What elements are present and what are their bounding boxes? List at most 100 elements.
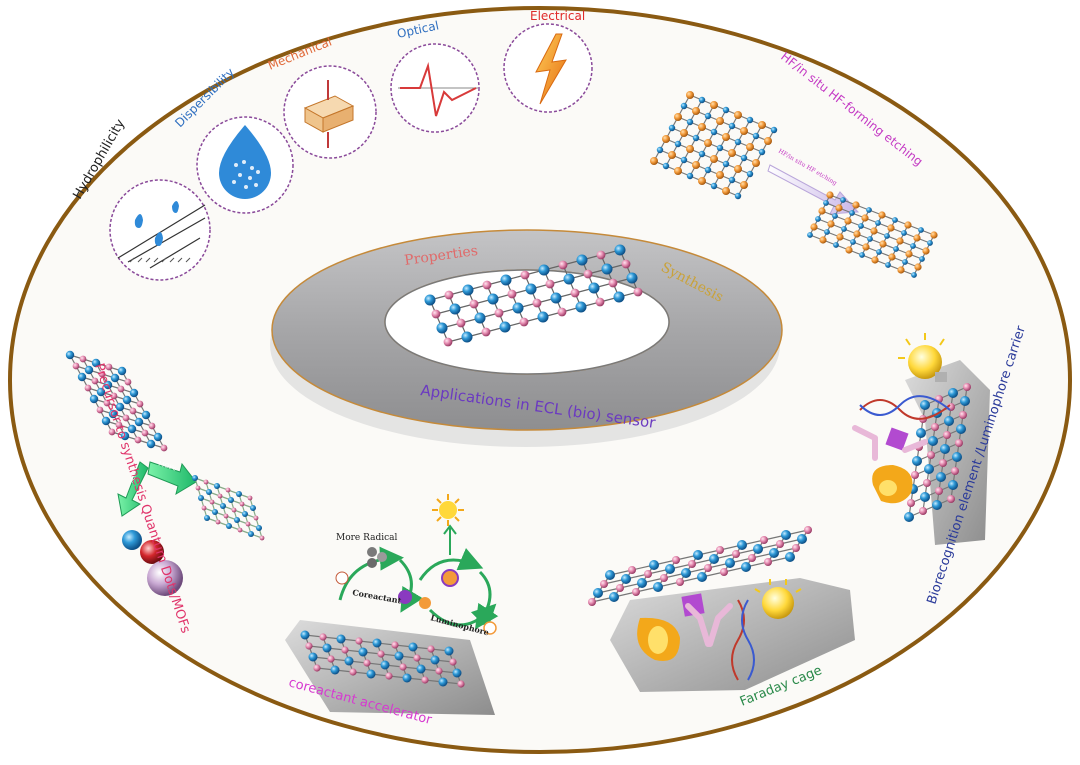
lattice-atom-primary [728, 149, 736, 157]
lattice-atom-secondary [494, 308, 504, 318]
lattice-atom-primary [674, 113, 682, 121]
lattice-atom-secondary [105, 363, 113, 371]
lattice-atom-secondary [676, 578, 684, 586]
lattice-atom-secondary [692, 134, 700, 142]
lattice-atom-primary [928, 436, 938, 446]
lattice-atom-primary [944, 416, 954, 426]
lattice-atom-secondary [704, 112, 712, 120]
lattice-atom-primary [336, 634, 346, 644]
lattice-atom-primary [256, 525, 262, 531]
lattice-atom-secondary [644, 570, 652, 578]
lattice-atom-primary [214, 483, 220, 489]
lattice-atom-primary [862, 243, 870, 251]
lattice-atom-secondary [748, 554, 756, 562]
mechanical-circle [283, 65, 377, 159]
lattice-atom-primary [936, 472, 946, 482]
lattice-atom-secondary [866, 207, 872, 213]
lattice-atom-primary [91, 358, 101, 368]
lattice-atom-secondary [850, 239, 856, 245]
lattice-atom-secondary [910, 243, 916, 249]
lattice-atom-primary [686, 145, 694, 153]
lattice-atom-secondary [456, 318, 466, 328]
lattice-atom-primary [122, 395, 132, 405]
qds-arrow-label: QDs [128, 470, 137, 484]
lattice-atom-primary [408, 642, 418, 652]
lattice-atom-primary [462, 284, 474, 296]
lattice-atom-secondary [583, 269, 593, 279]
lattice-atom-secondary [760, 536, 768, 544]
lattice-atom-secondary [231, 507, 237, 513]
electrical-label: Electrical [530, 9, 585, 23]
lattice-atom-primary [852, 201, 860, 209]
lattice-atom-primary [89, 394, 99, 404]
lattice-atom-primary [924, 464, 934, 474]
lattice-atom-secondary [698, 96, 706, 104]
lattice-atom-primary [896, 237, 904, 245]
lattice-atom-primary [101, 416, 111, 426]
lattice-atom-secondary [223, 513, 229, 519]
lattice-atom-primary [424, 294, 436, 306]
lattice-atom-secondary [716, 144, 724, 152]
lattice-atom-secondary [363, 659, 371, 667]
lattice-atom-primary [897, 266, 905, 274]
lattice-atom-primary [650, 157, 658, 165]
lattice-atom-secondary [72, 362, 80, 370]
lattice-atom-secondary [141, 429, 149, 437]
lattice-atom-secondary [832, 213, 838, 219]
lattice-atom-secondary [215, 519, 221, 525]
lattice-atom-primary [836, 233, 844, 241]
lattice-atom-secondary [919, 256, 925, 262]
lattice-atom-secondary [824, 229, 830, 235]
lattice-atom-secondary [122, 414, 130, 422]
lattice-atom-secondary [662, 162, 670, 170]
lattice-atom-secondary [770, 126, 778, 134]
lattice-atom-primary [380, 660, 390, 670]
lattice-atom-secondary [698, 150, 706, 158]
lattice-atom-secondary [628, 566, 636, 574]
lattice-atom-primary [725, 558, 735, 568]
lattice-atom-primary [84, 365, 94, 375]
lattice-atom-primary [402, 673, 412, 683]
lattice-atom-secondary [815, 216, 821, 222]
lattice-atom-primary [818, 207, 826, 215]
lattice-atom-primary [550, 292, 562, 304]
lattice-atom-primary [416, 664, 426, 674]
faraday-lattice [588, 526, 812, 606]
lattice-atom-secondary [674, 140, 682, 148]
lattice-atom-primary [668, 151, 676, 159]
lattice-atom-secondary [939, 459, 947, 467]
lattice-atom-secondary [686, 172, 694, 180]
lattice-atom-secondary [96, 406, 104, 414]
lattice-atom-secondary [792, 544, 800, 552]
lattice-atom-secondary [108, 428, 116, 436]
lattice-atom-primary [960, 396, 970, 406]
lattice-atom-secondary [431, 309, 441, 319]
lattice-atom-secondary [710, 128, 718, 136]
lattice-atom-secondary [935, 487, 943, 495]
lattice-atom-secondary [608, 278, 618, 288]
lattice-atom-primary [861, 214, 869, 222]
lattice-atom-primary [722, 187, 730, 195]
lattice-atom-primary [330, 665, 340, 675]
lattice-atom-secondary [313, 664, 321, 672]
lattice-atom-secondary [704, 564, 712, 572]
lattice-atom-primary [716, 117, 724, 125]
lattice-atom-primary [115, 402, 125, 412]
lattice-atom-primary [932, 500, 942, 510]
lattice-atom-primary [704, 139, 712, 147]
lattice-atom-primary [709, 554, 719, 564]
lattice-atom-secondary [469, 299, 479, 309]
lattice-atom-primary [887, 224, 895, 232]
lattice-atom-primary [117, 366, 127, 376]
lattice-atom-secondary [443, 337, 453, 347]
lattice-atom-primary [870, 227, 878, 235]
lattice-atom-primary [637, 578, 647, 588]
lattice-atom-secondary [720, 568, 728, 576]
lattice-atom-secondary [421, 676, 429, 684]
lattice-atom-primary [621, 574, 631, 584]
lattice-atom-primary [692, 161, 700, 169]
lattice-atom-primary [930, 231, 938, 239]
lattice-atom-primary [722, 133, 730, 141]
lattice-atom-primary [358, 647, 368, 657]
